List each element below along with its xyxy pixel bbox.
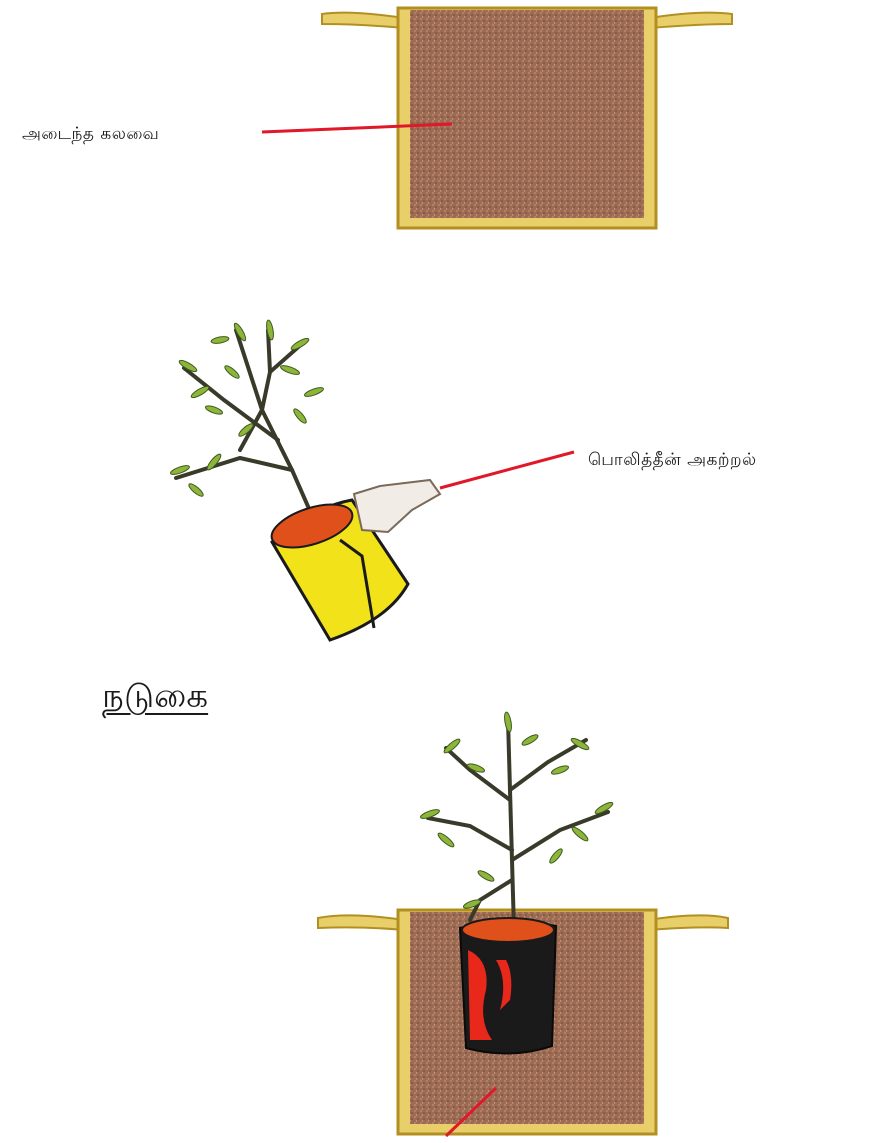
leaf bbox=[187, 482, 205, 498]
branch bbox=[510, 740, 586, 790]
arrow-polythene bbox=[440, 452, 574, 488]
leaf bbox=[463, 898, 482, 910]
leaf bbox=[205, 452, 222, 471]
leaf bbox=[503, 712, 512, 733]
pit-filled-mixture bbox=[322, 8, 732, 228]
leaf bbox=[190, 384, 210, 399]
stem bbox=[508, 720, 514, 930]
leaf bbox=[280, 364, 301, 376]
leaf bbox=[548, 847, 564, 865]
pit-rim-right bbox=[650, 13, 732, 28]
leaf bbox=[292, 407, 308, 425]
pit-rim-left bbox=[322, 13, 404, 28]
seedling-polythene-removal bbox=[170, 320, 440, 640]
leaf bbox=[304, 386, 325, 398]
leaf bbox=[211, 335, 230, 344]
branch bbox=[446, 748, 510, 800]
leaf bbox=[570, 825, 589, 842]
leaf bbox=[521, 733, 540, 747]
leaf bbox=[223, 364, 241, 380]
pit-rim-left bbox=[318, 915, 404, 930]
pit-soil bbox=[410, 10, 644, 218]
branch bbox=[176, 458, 292, 478]
label-polythene-removal: பொலித்தீன் அகற்றல் bbox=[588, 450, 757, 472]
leaf bbox=[477, 869, 496, 883]
leaf bbox=[551, 764, 570, 776]
bag-soil-top bbox=[462, 918, 554, 942]
glove bbox=[354, 480, 440, 532]
leaf bbox=[205, 404, 224, 416]
leaf bbox=[290, 336, 310, 351]
label-mixture: அடைந்த கலவை bbox=[22, 124, 159, 146]
label-planting: நடுகை bbox=[102, 676, 208, 720]
pit-rim-right bbox=[648, 915, 728, 930]
leaf bbox=[436, 831, 455, 848]
